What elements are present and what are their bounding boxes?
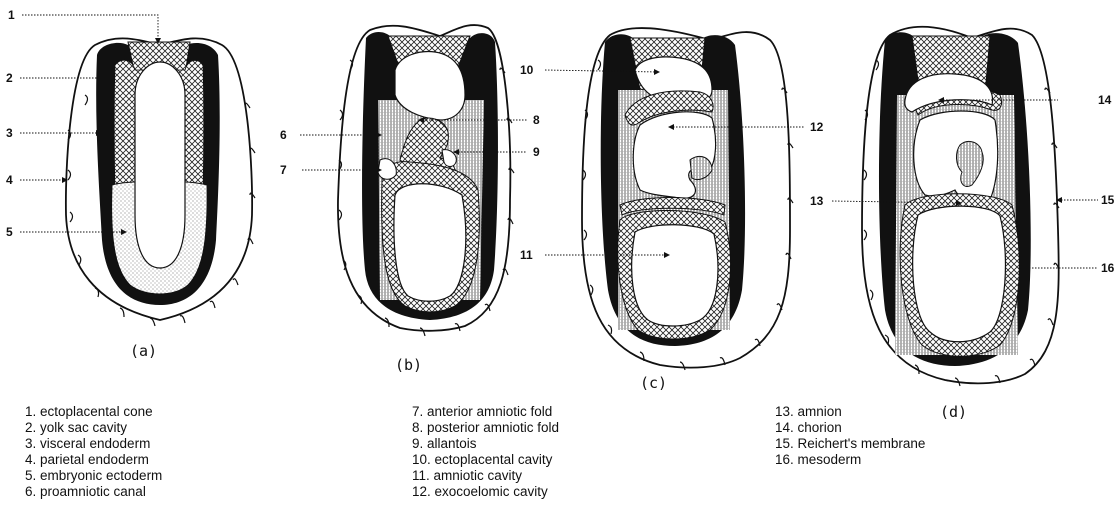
label-7: 7 <box>280 163 287 177</box>
label-8: 8 <box>533 113 540 127</box>
legend-item-5: 5. embryonic ectoderm <box>25 468 162 484</box>
label-10: 10 <box>520 63 534 77</box>
legend-item-7: 7. anterior amniotic fold <box>412 404 559 420</box>
panel-c-embryo <box>582 28 793 370</box>
panel-d-embryo <box>862 27 1059 386</box>
legend-item-6: 6. proamniotic canal <box>25 484 162 500</box>
legend-item-4: 4. parietal endoderm <box>25 452 162 468</box>
panel-b-embryo <box>338 25 514 336</box>
legend-item-16: 16. mesoderm <box>775 452 925 468</box>
label-1: 1 <box>8 8 15 22</box>
label-3: 3 <box>6 126 13 140</box>
label-15: 15 <box>1101 193 1115 207</box>
panel-label-c: (c) <box>640 374 667 392</box>
leader-1 <box>22 15 158 42</box>
legend-item-15: 15. Reichert's membrane <box>775 436 925 452</box>
label-4: 4 <box>6 173 13 187</box>
legend-item-3: 3. visceral endoderm <box>25 436 162 452</box>
proamniotic-cavity-a <box>135 62 185 268</box>
legend-item-12: 12. exocoelomic cavity <box>412 484 559 500</box>
panel-label-a: (a) <box>130 342 157 360</box>
legend-item-10: 10. ectoplacental cavity <box>412 452 559 468</box>
label-12: 12 <box>810 120 824 134</box>
legend-column-3: 13. amnion 14. chorion 15. Reichert's me… <box>775 404 925 468</box>
legend-item-14: 14. chorion <box>775 420 925 436</box>
legend-column-1: 1. ectoplacental cone 2. yolk sac cavity… <box>25 404 162 500</box>
legend-item-11: 11. amniotic cavity <box>412 468 559 484</box>
legend-item-8: 8. posterior amniotic fold <box>412 420 559 436</box>
panel-a-embryo <box>66 38 255 326</box>
label-5: 5 <box>6 225 13 239</box>
amniotic-cavity-d <box>913 206 1006 342</box>
exocoelomic-cavity-d <box>914 111 998 202</box>
legend-item-2: 2. yolk sac cavity <box>25 420 162 436</box>
label-9: 9 <box>533 145 540 159</box>
label-13: 13 <box>810 194 824 208</box>
label-16: 16 <box>1101 261 1115 275</box>
amniotic-cavity-b <box>394 184 466 302</box>
panel-label-d: (d) <box>940 403 967 421</box>
label-14: 14 <box>1098 93 1112 107</box>
legend-item-9: 9. allantois <box>412 436 559 452</box>
panel-label-b: (b) <box>395 356 422 374</box>
label-2: 2 <box>6 71 13 85</box>
legend-column-2: 7. anterior amniotic fold 8. posterior a… <box>412 404 559 500</box>
label-11: 11 <box>520 248 533 262</box>
legend-item-1: 1. ectoplacental cone <box>25 404 162 420</box>
legend-item-13: 13. amnion <box>775 404 925 420</box>
amniotic-cavity-c <box>632 225 718 326</box>
label-6: 6 <box>280 128 287 142</box>
